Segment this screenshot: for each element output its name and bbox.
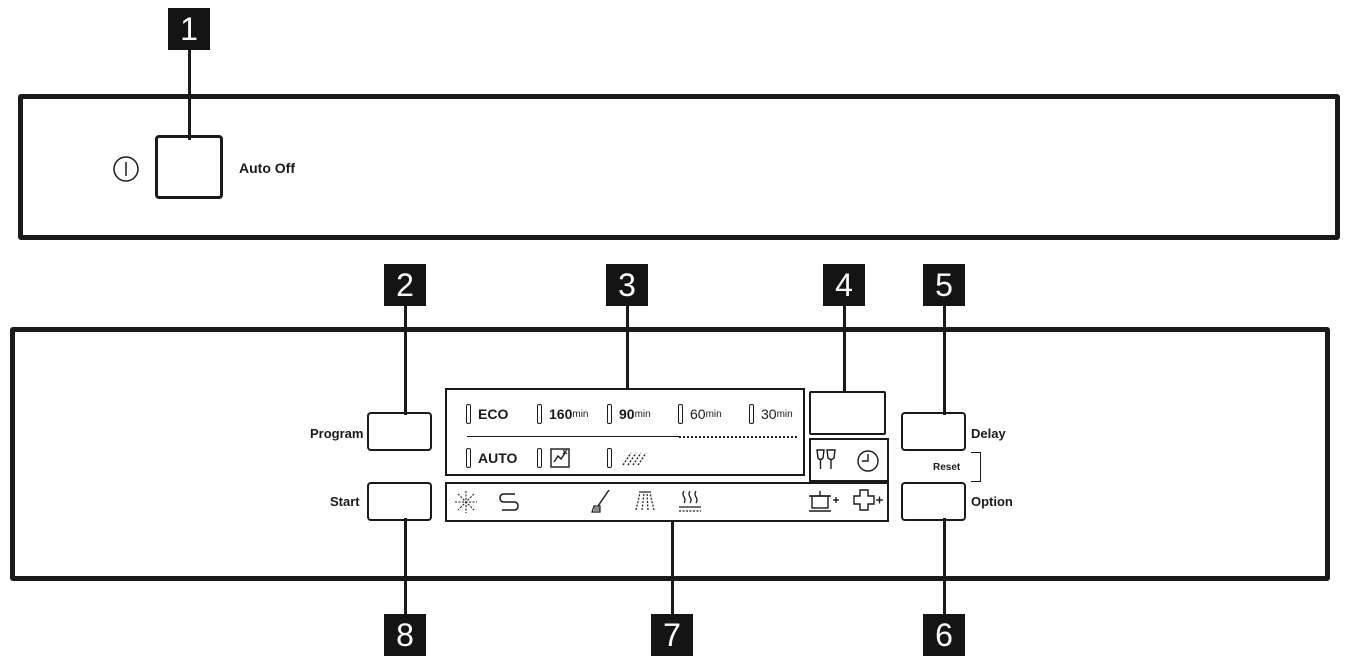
callout-2: 2 — [384, 264, 426, 306]
program-button[interactable] — [367, 412, 432, 451]
clock-icon — [856, 449, 880, 473]
callout-6: 6 — [923, 614, 965, 656]
callout-7: 7 — [651, 614, 693, 656]
on-off-icon — [112, 155, 140, 183]
leader-7 — [671, 520, 674, 616]
brush-icon — [588, 488, 612, 514]
program-eco[interactable]: ECO — [466, 403, 508, 425]
auto-off-label: Auto Off — [239, 160, 295, 176]
leader-8 — [404, 518, 407, 616]
machine-care-icon — [549, 447, 573, 469]
program-label: Program — [310, 426, 364, 441]
program-machine-care[interactable] — [537, 447, 573, 469]
glass-icon — [815, 448, 837, 472]
snowflake-salt-icon — [454, 490, 478, 514]
option-label: Option — [971, 494, 1013, 509]
spray-icon — [632, 490, 658, 512]
delay-label: Delay — [971, 426, 1006, 441]
program-auto[interactable]: AUTO — [466, 447, 517, 469]
program-divider-dotted — [679, 436, 797, 438]
callout-8: 8 — [384, 614, 426, 656]
extra-pot-icon — [808, 488, 840, 514]
program-rinse-hold[interactable] — [607, 447, 649, 469]
indicator-bar — [445, 482, 889, 522]
on-off-button[interactable] — [155, 135, 223, 199]
leader-2 — [404, 305, 407, 415]
callout-3: 3 — [606, 264, 648, 306]
leader-5 — [943, 305, 946, 415]
rinse-hold-icon — [619, 447, 649, 469]
leader-3 — [626, 305, 629, 390]
time-display — [809, 391, 886, 435]
drying-icon — [677, 488, 703, 514]
top-panel — [18, 94, 1340, 240]
program-divider — [467, 436, 679, 437]
leader-6 — [943, 518, 946, 616]
side-indicator-box — [809, 438, 889, 482]
start-label: Start — [330, 494, 360, 509]
start-button[interactable] — [367, 482, 432, 521]
rinse-aid-icon — [498, 490, 520, 514]
callout-1: 1 — [168, 8, 210, 50]
extra-plus-icon — [852, 488, 884, 514]
reset-label: Reset — [933, 462, 961, 473]
reset-bracket — [971, 452, 981, 482]
leader-4 — [843, 305, 846, 393]
option-button[interactable] — [901, 482, 966, 521]
leader-1 — [188, 50, 191, 140]
callout-4: 4 — [823, 264, 865, 306]
callout-5: 5 — [923, 264, 965, 306]
delay-button[interactable] — [901, 412, 966, 451]
